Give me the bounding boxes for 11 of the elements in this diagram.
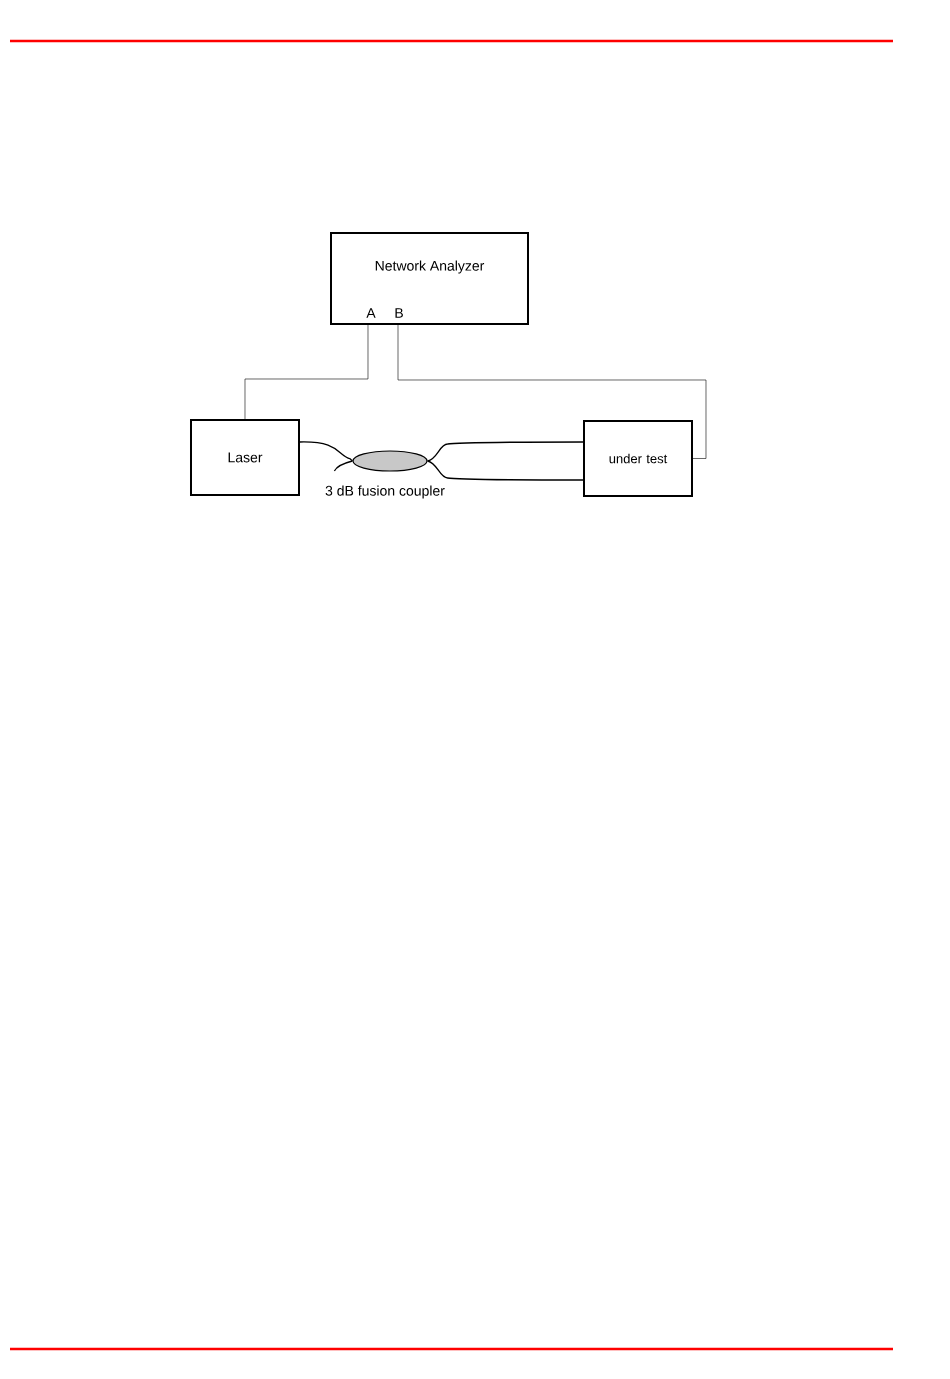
cable <box>397 324 707 459</box>
optical-fiber <box>426 441 584 462</box>
laser-box: Laser <box>190 419 300 496</box>
optical-fiber <box>333 460 354 472</box>
coupler-label: 3 dB fusion coupler <box>325 485 445 499</box>
port-label: B <box>395 308 403 318</box>
cable <box>244 324 369 420</box>
optical-fiber <box>299 441 354 462</box>
port-label: A <box>366 308 376 318</box>
optical-fiber <box>426 460 584 481</box>
detector-box: under test <box>583 420 693 497</box>
